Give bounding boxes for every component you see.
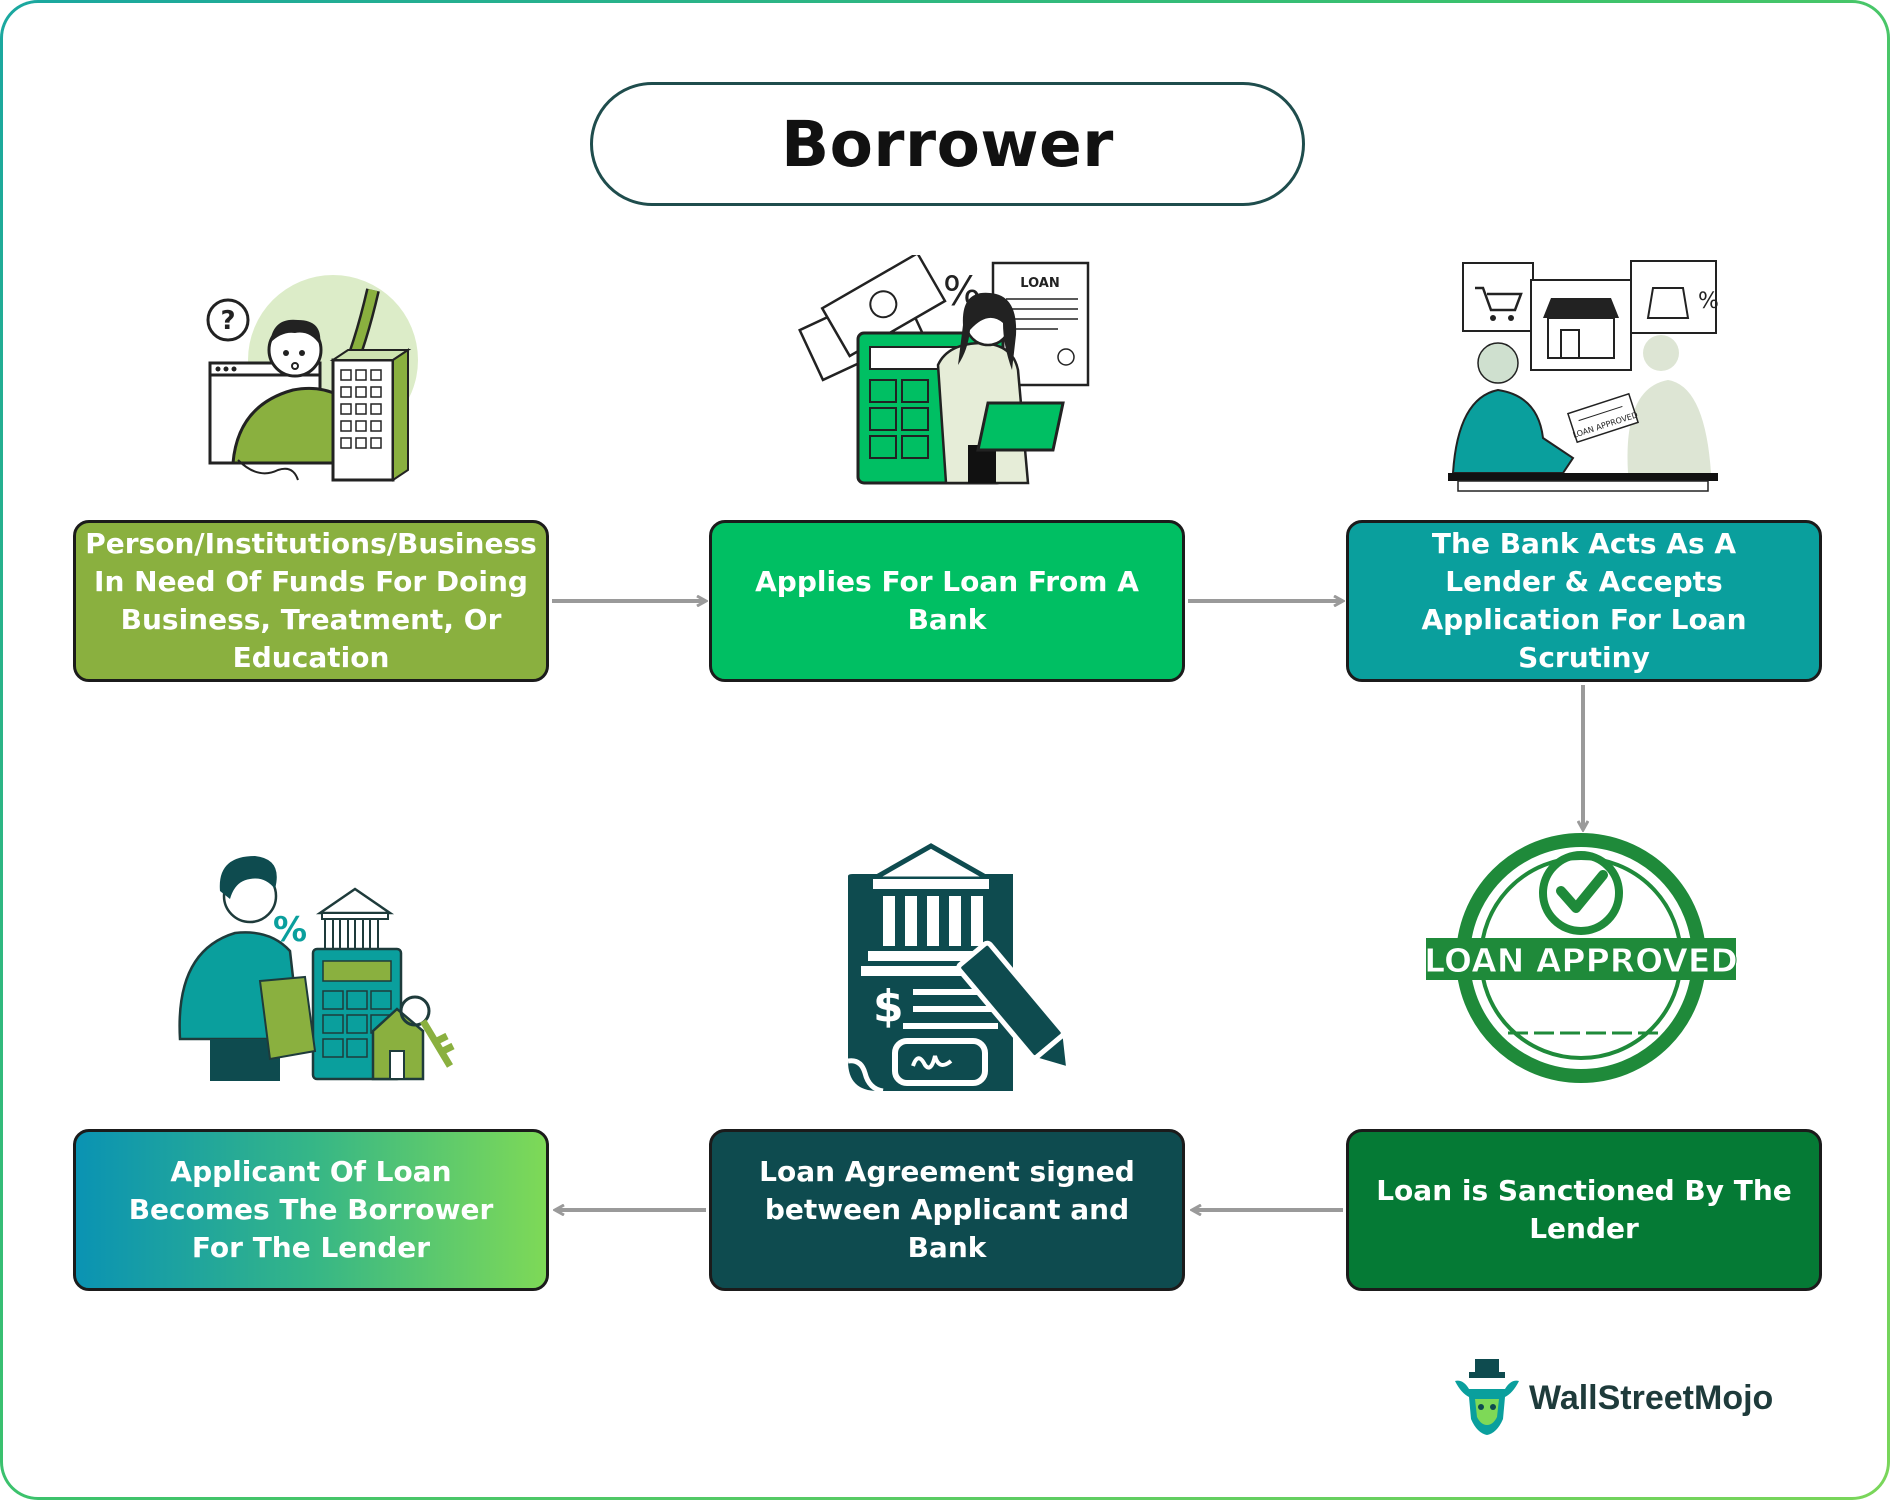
stamp-label: LOAN APPROVED [1424,941,1738,980]
loan-approved-stamp: LOAN APPROVED [1424,833,1738,1083]
bank-scrutiny-illustration: % LOAN APPROVED [1448,260,1719,492]
page-title: Borrower [590,82,1305,206]
wallstreetmojo-logo: WallStreetMojo [1453,1358,1773,1438]
borrower-percent-symbol: % [273,910,307,950]
connector-arrows [552,3,1887,1497]
step-applies-for-loan: Applies For Loan From A Bank [709,520,1185,682]
step-loan-agreement-signed: Loan Agreement signed between Applicant … [709,1129,1185,1291]
svg-text:?: ? [220,306,235,336]
step-person-in-need: Person/Institutions/Business In Need Of … [73,520,549,682]
step-loan-sanctioned: Loan is Sanctioned By The Lender [1346,1129,1822,1291]
loan-application-illustration: % LOAN [798,255,1090,485]
borrower-illustration: % [178,856,455,1081]
step-applicant-becomes-borrower: Applicant Of Loan Becomes The Borrower F… [73,1129,549,1291]
confused-person-illustration: ? [206,275,418,482]
bull-logo-icon [1455,1359,1519,1435]
brand-name: WallStreetMojo [1529,1378,1774,1417]
shop-percent-symbol: % [1698,289,1719,314]
step-bank-accepts-application: The Bank Acts As A Lender & Accepts Appl… [1346,520,1822,682]
loan-agreement-document-illustration: $ [847,843,1072,1094]
dollar-symbol: $ [873,981,904,1032]
page-canvas: Borrower Person/Institutions/Business In… [3,3,1887,1497]
loan-doc-label: LOAN [1020,276,1059,291]
